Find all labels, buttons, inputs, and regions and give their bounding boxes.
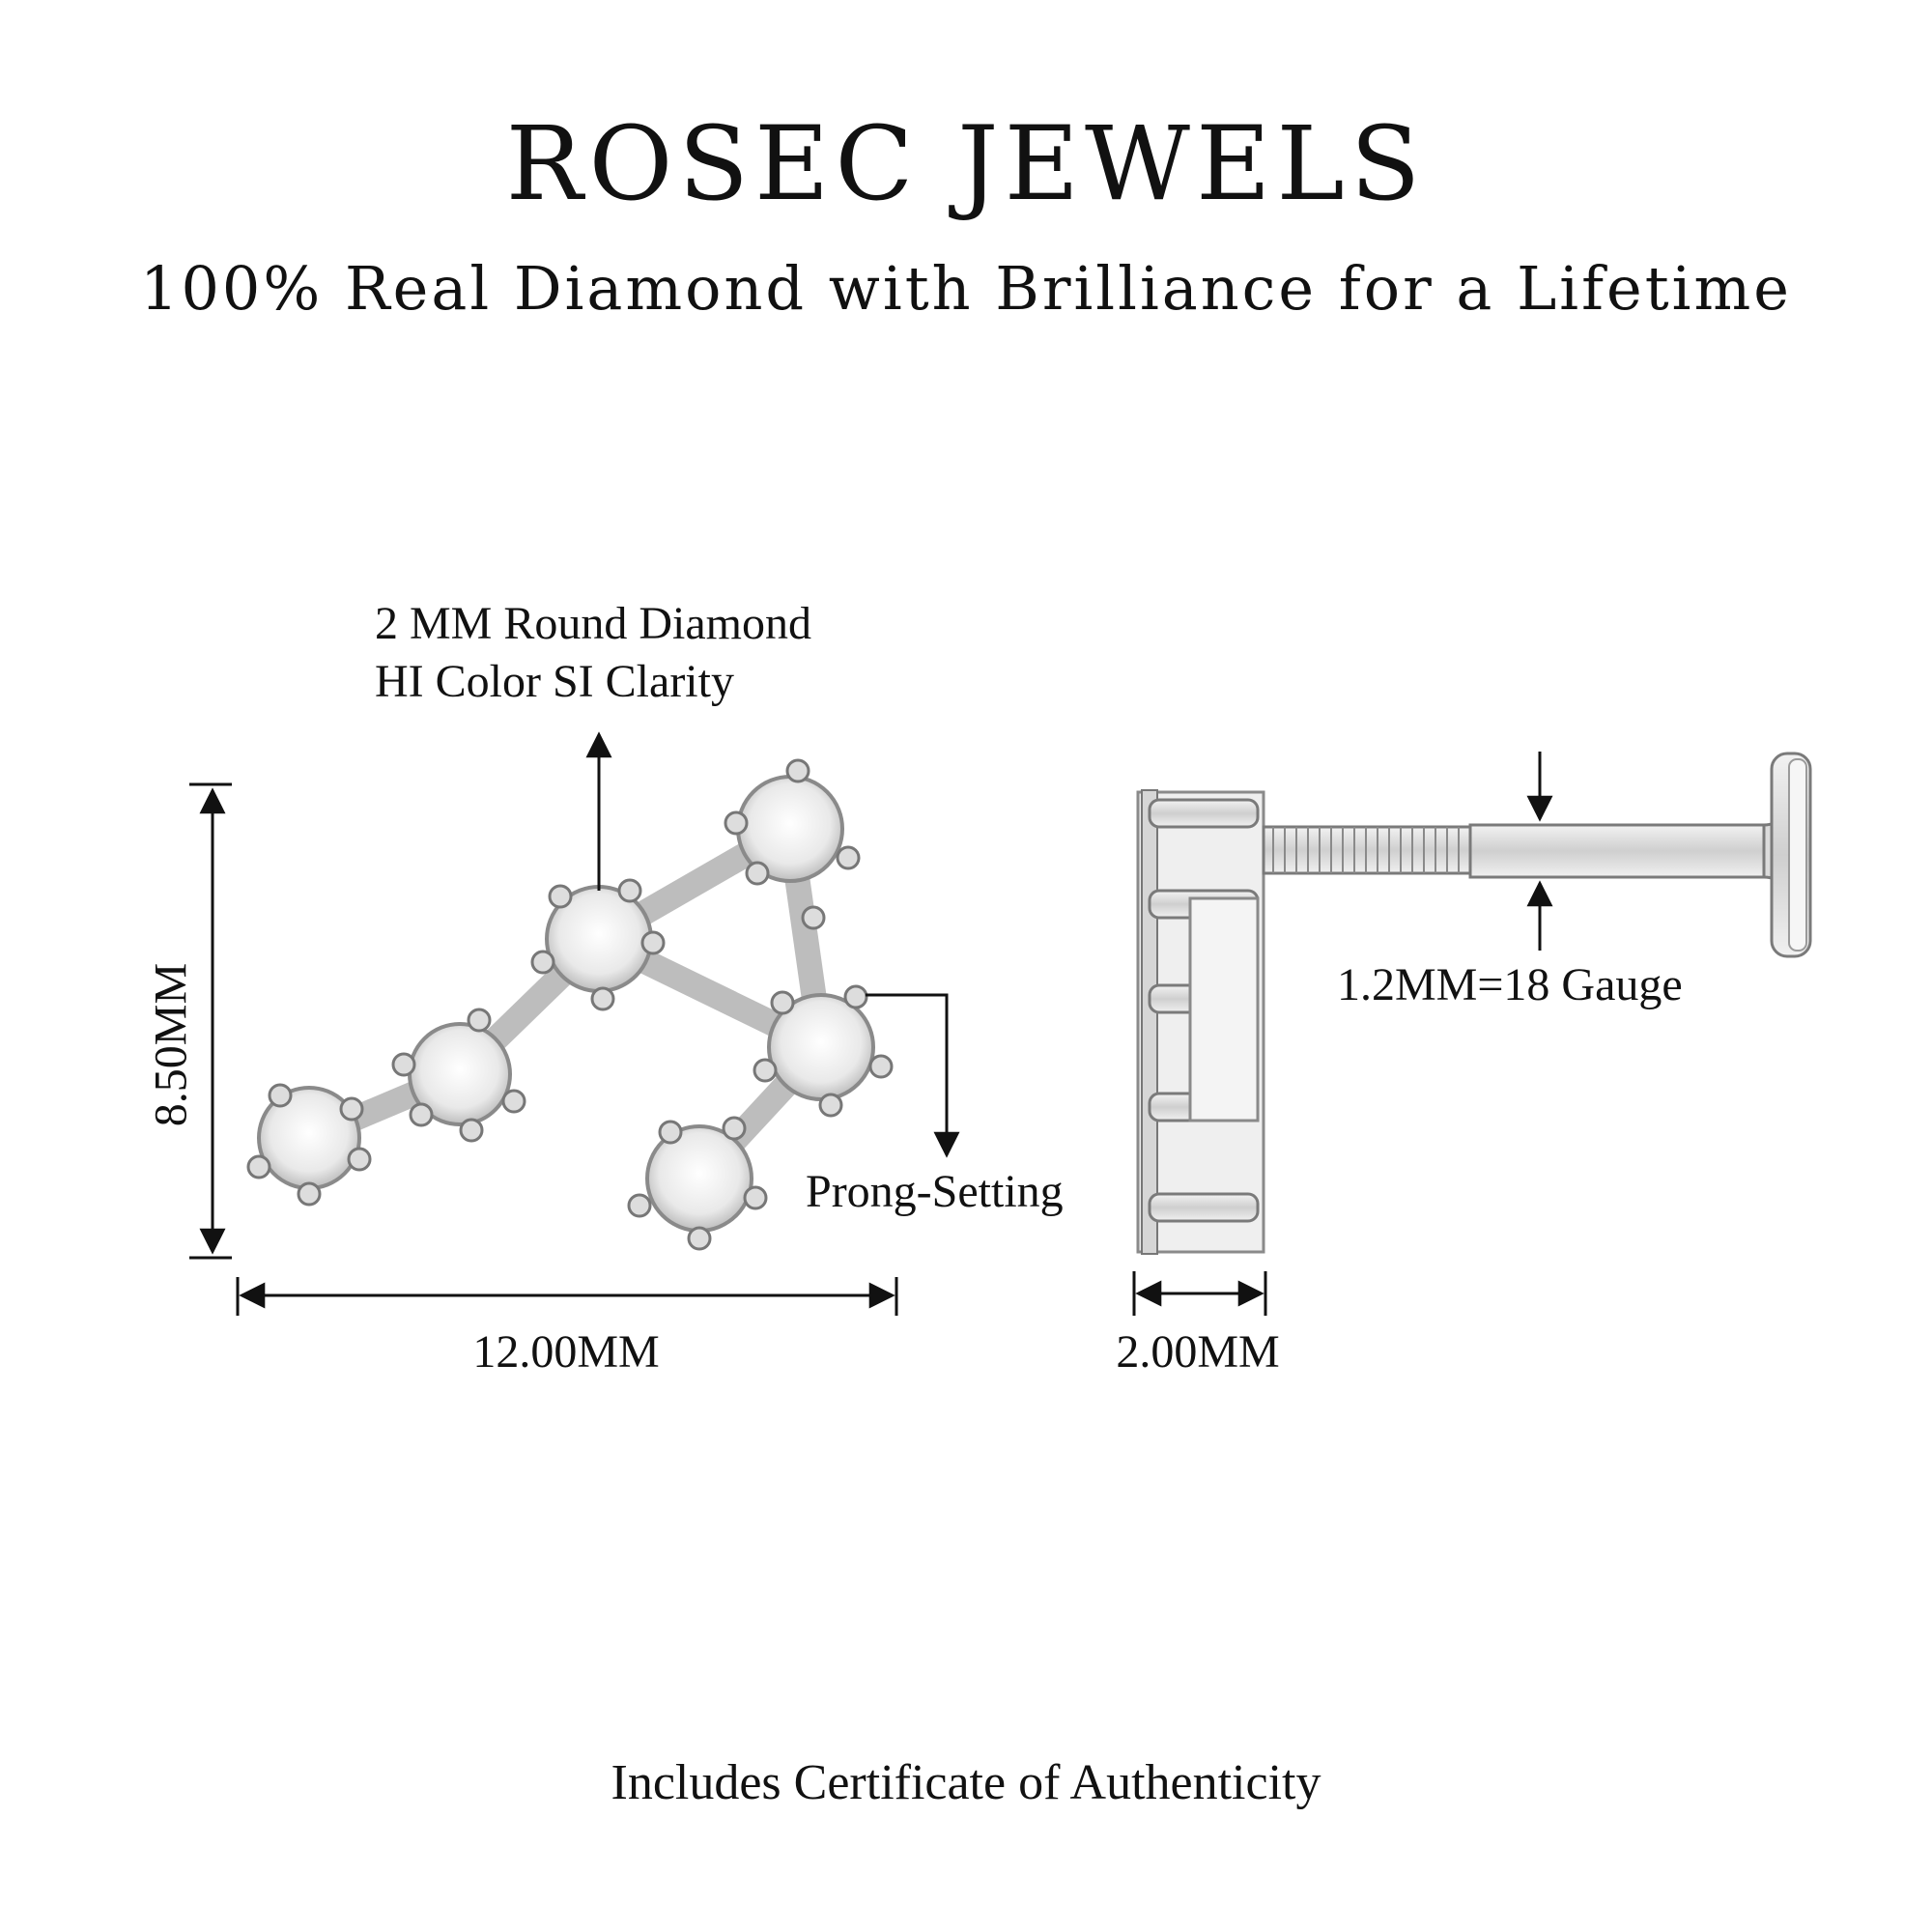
height-dimension bbox=[189, 782, 232, 1260]
depth-dimension bbox=[1132, 1271, 1267, 1316]
diamond-4 bbox=[724, 758, 861, 930]
stone-spec-line1: 2 MM Round Diamond bbox=[375, 598, 812, 649]
side-view-setting bbox=[1136, 789, 1265, 1255]
diamond-2 bbox=[391, 1008, 526, 1143]
gauge-label: 1.2MM=18 Gauge bbox=[1337, 959, 1683, 1010]
width-label: 12.00MM bbox=[472, 1326, 660, 1378]
tagline: 100% Real Diamond with Brilliance for a … bbox=[140, 253, 1792, 324]
diamond-1 bbox=[246, 1083, 372, 1207]
diamond-5 bbox=[753, 984, 894, 1118]
prong-setting-label: Prong-Setting bbox=[806, 1166, 1064, 1217]
height-label: 8.50MM bbox=[145, 962, 197, 1127]
depth-label: 2.00MM bbox=[1116, 1326, 1280, 1378]
diamonds bbox=[246, 758, 894, 1251]
diamond-6 bbox=[627, 1116, 768, 1251]
certificate-note: Includes Certificate of Authenticity bbox=[611, 1755, 1321, 1810]
prong-arrow bbox=[866, 993, 960, 1158]
side-view-post bbox=[1262, 752, 1812, 958]
width-dimension bbox=[236, 1277, 898, 1316]
brand-title: ROSEC JEWELS bbox=[505, 104, 1427, 223]
stone-spec-line2: HI Color SI Clarity bbox=[375, 656, 734, 707]
